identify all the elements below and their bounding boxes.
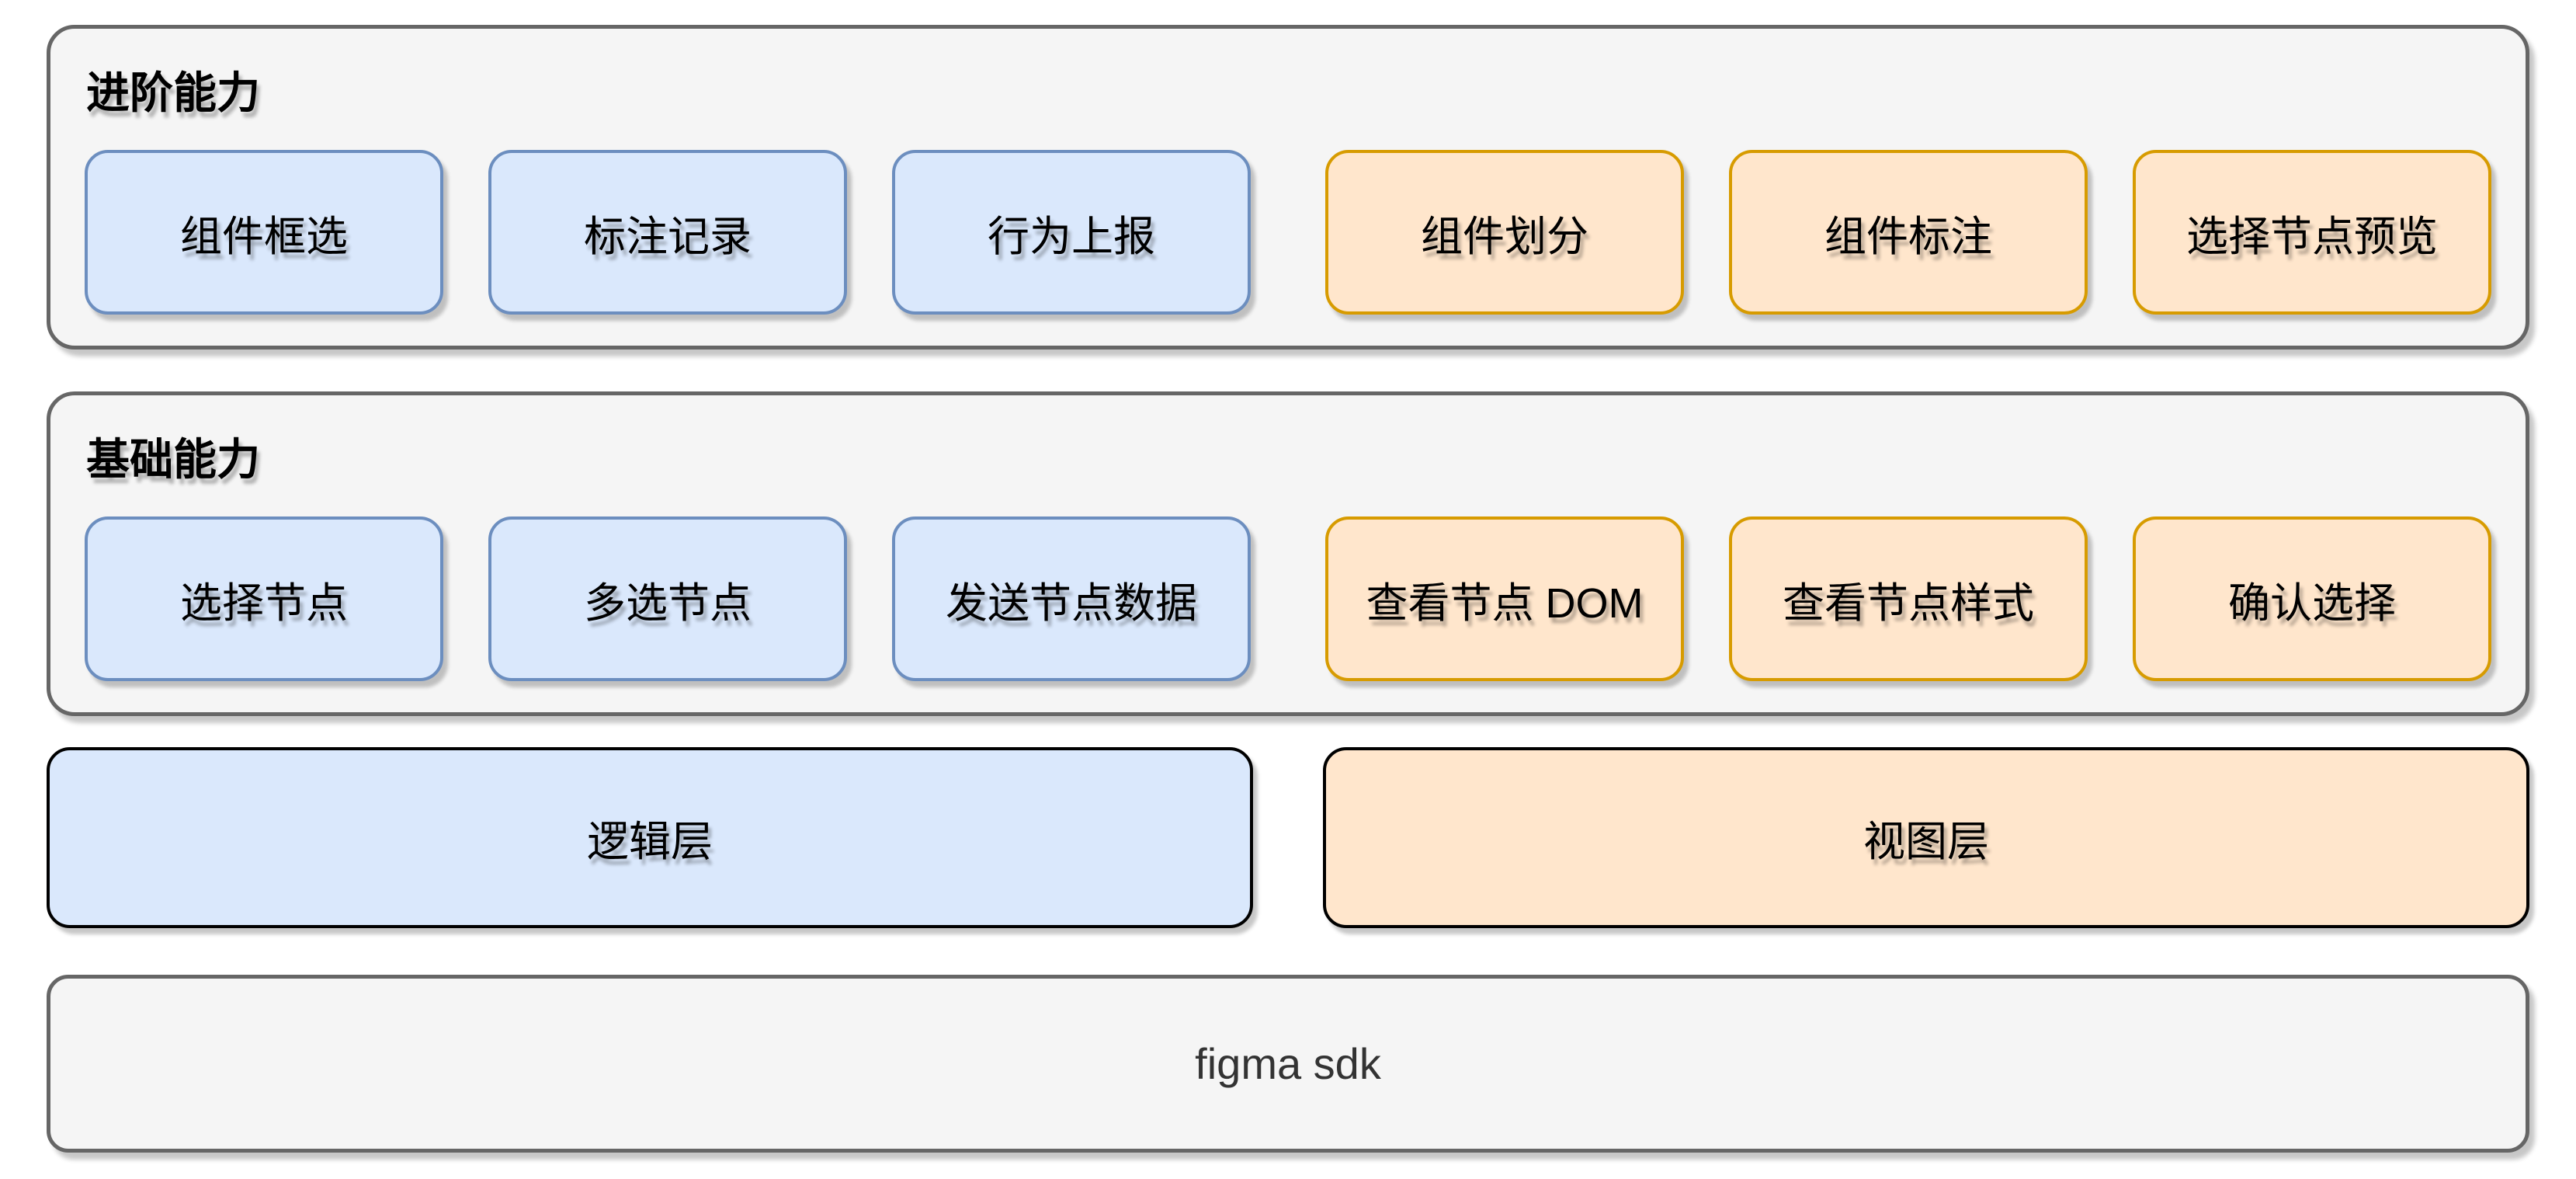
section-advanced-title: 进阶能力 <box>86 68 260 117</box>
capability-box-component-partition: 组件划分 <box>1325 150 1684 315</box>
layers-row: 逻辑层 视图层 <box>47 747 2529 928</box>
section-basic-title: 基础能力 <box>86 435 260 484</box>
capability-box-view-node-style: 查看节点样式 <box>1729 516 2088 681</box>
capability-box-annotation-record: 标注记录 <box>488 150 847 315</box>
capability-box-select-node: 选择节点 <box>85 516 443 681</box>
capability-box-behavior-report: 行为上报 <box>892 150 1251 315</box>
capability-box-multi-select-node: 多选节点 <box>488 516 847 681</box>
foundation-box-figma-sdk: figma sdk <box>47 975 2529 1153</box>
capability-box-component-annotation: 组件标注 <box>1729 150 2088 315</box>
capability-box-confirm-selection: 确认选择 <box>2133 516 2491 681</box>
capability-box-send-node-data: 发送节点数据 <box>892 516 1251 681</box>
layer-box-logic: 逻辑层 <box>47 747 1253 928</box>
capability-box-view-node-dom: 查看节点 DOM <box>1325 516 1684 681</box>
layer-box-view: 视图层 <box>1323 747 2529 928</box>
section-basic-box-row: 选择节点 多选节点 发送节点数据 查看节点 DOM 查看节点样式 确认选择 <box>85 516 2491 681</box>
section-basic-capabilities: 基础能力 选择节点 多选节点 发送节点数据 查看节点 DOM 查看节点样式 确认… <box>47 391 2529 716</box>
section-advanced-capabilities: 进阶能力 组件框选 标注记录 行为上报 组件划分 组件标注 选择节点预览 <box>47 25 2529 350</box>
section-advanced-box-row: 组件框选 标注记录 行为上报 组件划分 组件标注 选择节点预览 <box>85 150 2491 315</box>
capability-box-component-marquee: 组件框选 <box>85 150 443 315</box>
capability-box-node-preview: 选择节点预览 <box>2133 150 2491 315</box>
